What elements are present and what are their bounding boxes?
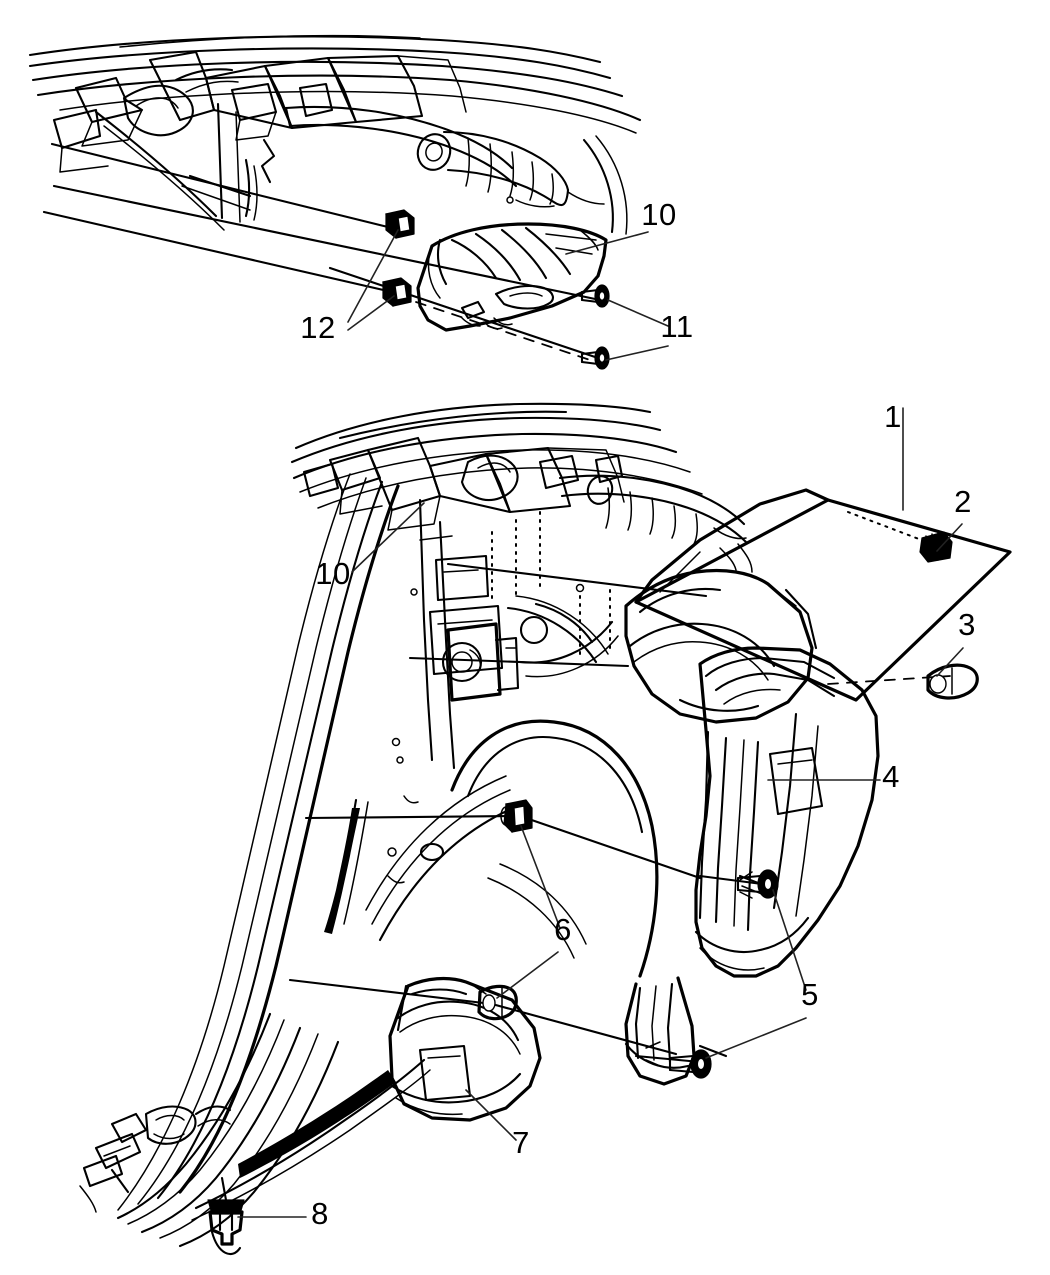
rear-body-curve: [567, 135, 628, 251]
body-side-structure: [117, 473, 659, 1211]
callout-number-8: 8: [311, 1196, 329, 1231]
callout-number-5: 5: [801, 977, 819, 1012]
leader-lines: [237, 229, 964, 1218]
callout-number-12: 12: [300, 310, 335, 345]
push-pin-lower-5: [668, 1049, 712, 1079]
part-1-quarter-trim-panel: [634, 488, 1012, 702]
header-brackets: [122, 82, 334, 141]
trim-clip-6-lower: [477, 984, 518, 1021]
retainer-clip-2: [919, 531, 953, 563]
main-curtain-airbag: [558, 474, 753, 573]
roof-header-structure: [52, 50, 467, 173]
part-7-sill-scuff-plate: [388, 976, 542, 1122]
upper-detail-view: [28, 34, 642, 370]
main-header-structure: [302, 436, 625, 531]
seat-belt-turning-loop-cover-3: [926, 663, 979, 700]
upper-trim-panel-10: [416, 222, 608, 332]
callout-number-3: 3: [958, 607, 976, 642]
callout-number-10a: 10: [641, 197, 676, 232]
main-roof-rail-lines: [290, 402, 703, 509]
callout-number-7: 7: [512, 1125, 530, 1160]
rocker-sill: [79, 1012, 431, 1248]
callout-number-1: 1: [884, 399, 902, 434]
callout-number-11: 11: [660, 309, 693, 344]
trim-clip-6-upper: [500, 799, 533, 833]
snap-fastener-upper-12: [385, 209, 415, 239]
main-exploded-view: [79, 402, 1012, 1256]
part-4-lower-extension: [624, 976, 696, 1086]
screw-upper-11: [580, 284, 610, 308]
pillar-edges: [94, 102, 276, 231]
callout-number-6: 6: [554, 912, 572, 947]
roof-rail-lines: [28, 34, 642, 134]
callout-number-2: 2: [954, 484, 972, 519]
callout-number-10b: 10: [315, 556, 350, 591]
callout-number-4: 4: [882, 759, 900, 794]
screw-lower-11: [580, 346, 610, 370]
weatherstrip: [324, 798, 369, 934]
part-4-b-pillar-lower-trim: [694, 646, 880, 1058]
retainer-grommet-8: [207, 1176, 245, 1256]
main-assembly-axis-lines: [288, 562, 951, 1067]
curtain-airbag-tube: [284, 105, 570, 208]
